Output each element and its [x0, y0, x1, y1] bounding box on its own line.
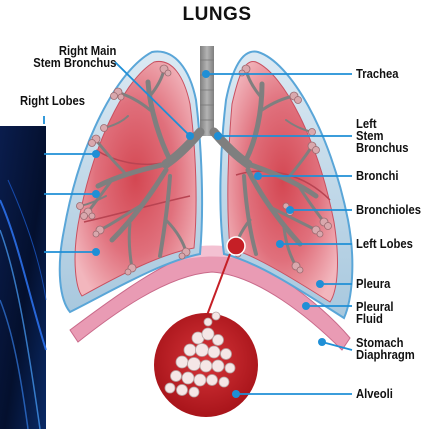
label-bronchi: Bronchi — [356, 170, 399, 182]
label-left-stem-bronchus: Left Stem Bronchus — [356, 118, 409, 154]
diagram-title: LUNGS — [0, 4, 434, 26]
label-line: Bronchus — [356, 142, 409, 154]
label-right-main-stem-bronchus: Right Main Stem Bronchus — [33, 45, 116, 69]
label-line: Stem Bronchus — [33, 57, 116, 69]
label-line: Fluid — [356, 313, 394, 325]
label-stomach-diaphragm: Stomach Diaphragm — [356, 337, 415, 361]
label-pleura: Pleura — [356, 278, 390, 290]
label-trachea: Trachea — [356, 68, 399, 80]
label-line: Diaphragm — [356, 349, 415, 361]
background-panel — [0, 126, 46, 429]
label-left-lobes: Left Lobes — [356, 238, 413, 250]
label-alveoli: Alveoli — [356, 388, 393, 400]
trachea-graphic — [200, 46, 214, 136]
label-right-lobes: Right Lobes — [20, 95, 85, 107]
label-bronchioles: Bronchioles — [356, 204, 421, 216]
label-pleural-fluid: Pleural Fluid — [356, 301, 394, 325]
